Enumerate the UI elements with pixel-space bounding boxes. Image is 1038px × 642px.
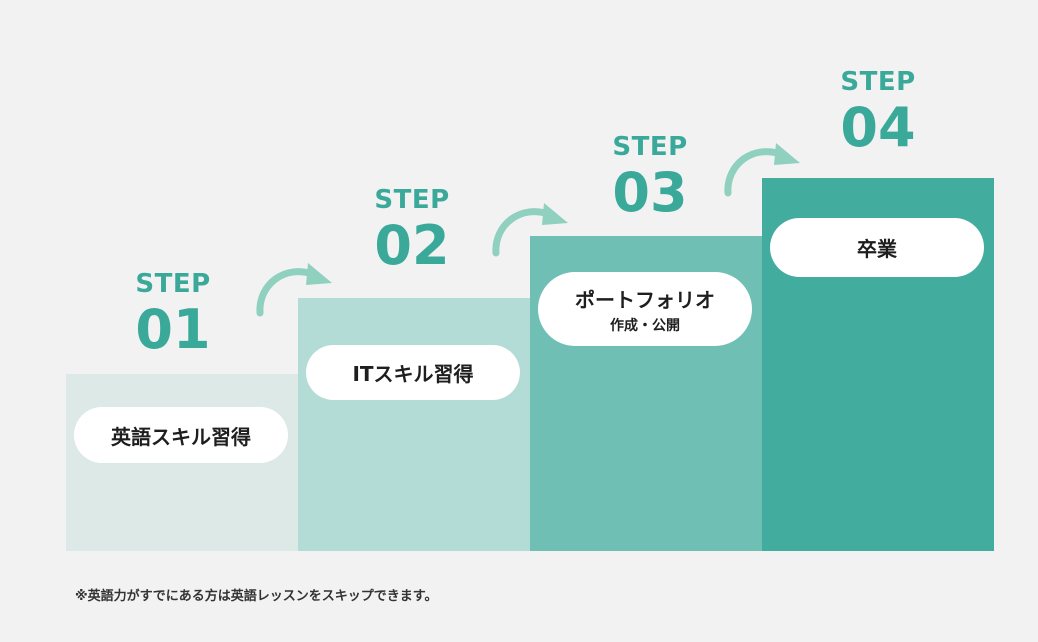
arrow-icon — [724, 143, 800, 197]
step-1-heading: STEP 01 — [93, 271, 253, 357]
step-2-title-pill: ITスキル習得 — [306, 345, 520, 400]
step-4-heading: STEP 04 — [798, 69, 958, 155]
step-number: 02 — [374, 214, 450, 277]
step-label: STEP — [135, 269, 211, 299]
arrow-icon — [256, 263, 332, 317]
step-subtitle: 作成・公開 — [610, 317, 680, 334]
step-label: STEP — [840, 67, 916, 97]
step-title: ポートフォリオ — [575, 287, 715, 312]
step-1-title-pill: 英語スキル習得 — [74, 407, 288, 463]
step-title: 英語スキル習得 — [111, 424, 251, 449]
step-title: 卒業 — [857, 237, 897, 261]
step-2-block — [298, 298, 530, 551]
step-4-title-pill: 卒業 — [770, 218, 984, 277]
step-3-title-pill: ポートフォリオ 作成・公開 — [538, 272, 752, 346]
step-2-heading: STEP 02 — [332, 187, 492, 273]
step-label: STEP — [374, 185, 450, 215]
step-3-heading: STEP 03 — [570, 134, 730, 220]
step-number: 01 — [135, 298, 211, 361]
step-number: 03 — [612, 161, 688, 224]
step-number: 04 — [840, 96, 916, 159]
footnote: ※英語力がすでにある方は英語レッスンをスキップできます。 — [75, 589, 438, 604]
step-title: ITスキル習得 — [352, 362, 474, 386]
arrow-icon — [492, 203, 568, 257]
step-label: STEP — [612, 132, 688, 162]
